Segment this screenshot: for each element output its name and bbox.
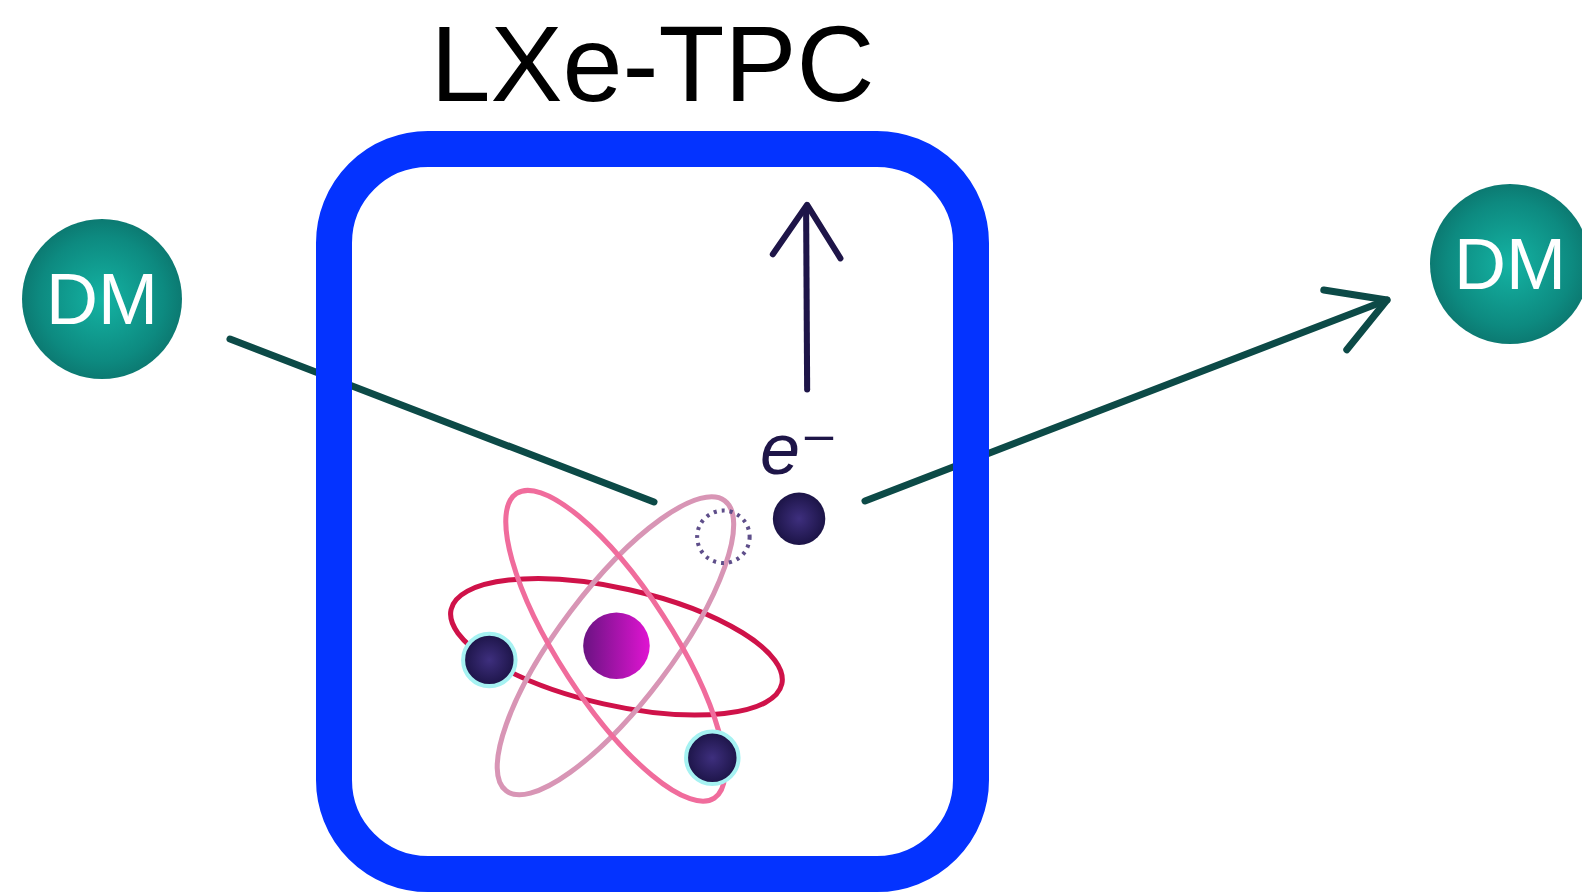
bound-electron	[463, 634, 515, 686]
node-label: DM	[1454, 228, 1566, 300]
trajectory-line	[865, 300, 1387, 501]
detector-box: LXe-TPC	[316, 131, 989, 892]
free-electron	[773, 492, 825, 544]
drift-arrowhead	[773, 205, 841, 258]
bound-electron	[686, 732, 738, 784]
electron-vacancy	[697, 511, 749, 563]
node-label: DM	[46, 263, 158, 335]
heading-wrap: LXe-TPC	[316, 10, 989, 118]
trajectory-arrow	[865, 290, 1387, 501]
electron-label: e⁻	[760, 413, 838, 485]
trajectory-arrow	[230, 339, 654, 502]
orbit-ellipse	[438, 552, 794, 741]
particle-circle: DM	[22, 219, 182, 379]
trajectory-line	[230, 339, 654, 502]
nucleus	[583, 612, 650, 679]
drift-arrow	[806, 212, 807, 390]
particle-circle: DM	[1430, 184, 1582, 344]
box-heading: LXe-TPC	[430, 3, 874, 124]
arrowhead	[1324, 290, 1387, 350]
